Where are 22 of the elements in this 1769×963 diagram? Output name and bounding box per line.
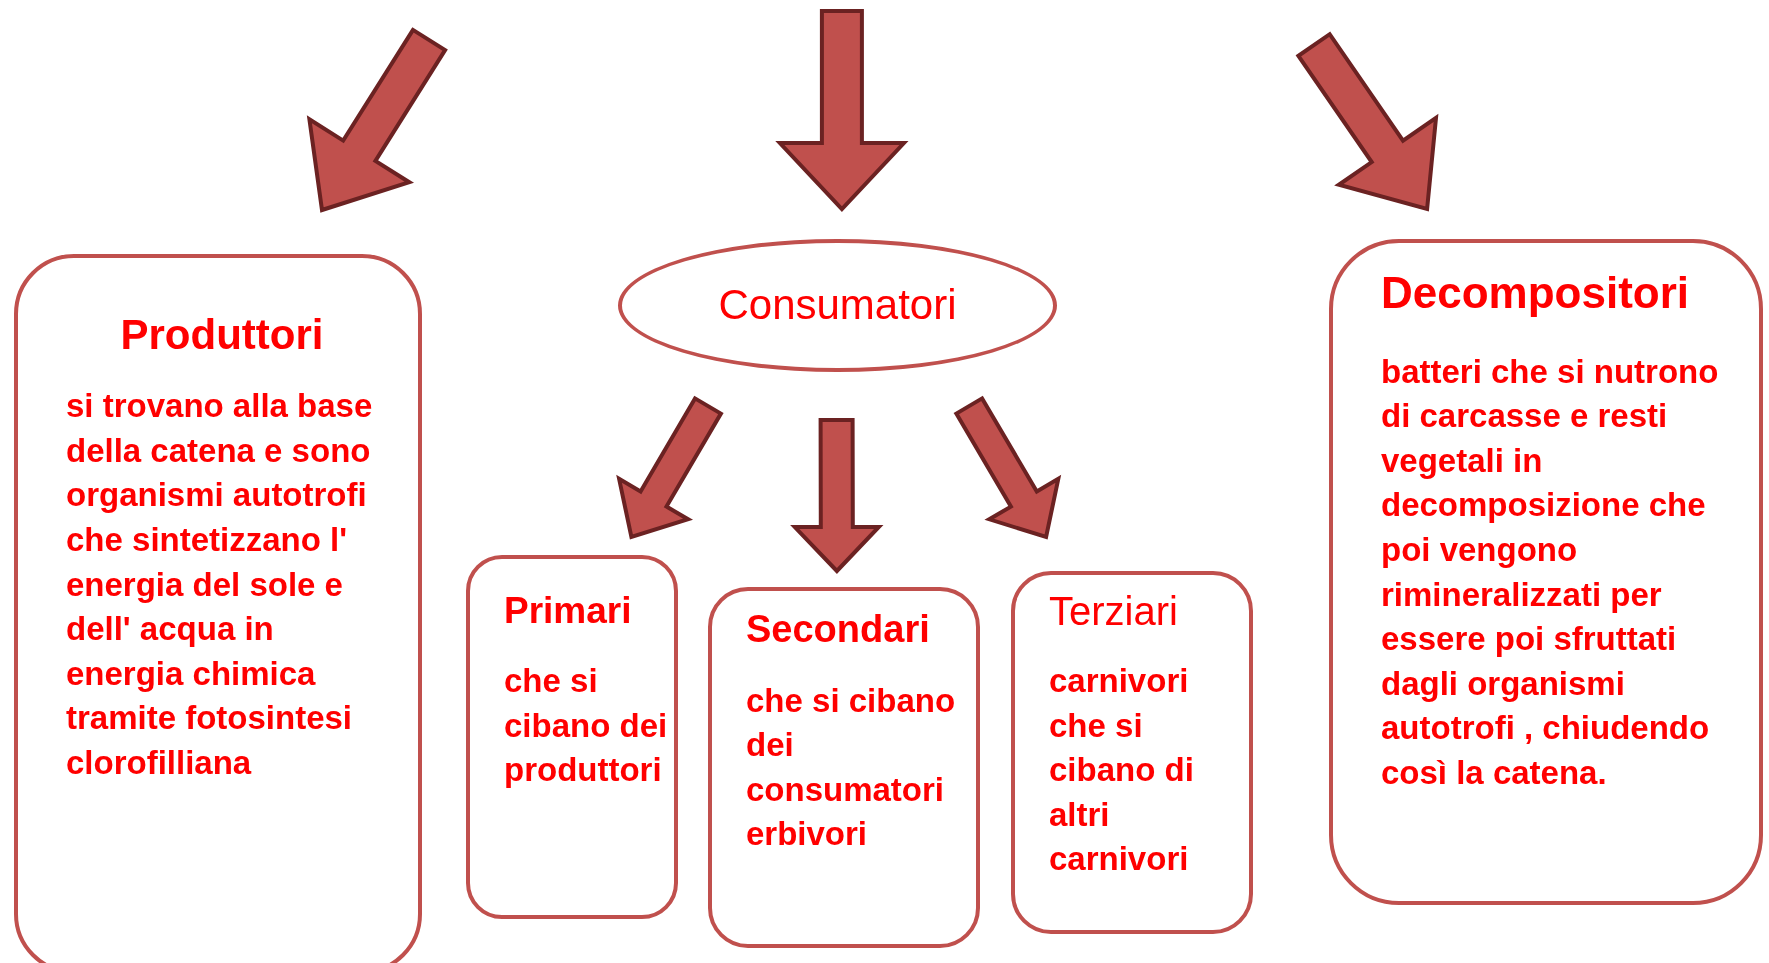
node-text: che si cibano dei produttori [504, 661, 669, 791]
rounded-box [1329, 239, 1763, 905]
rounded-box [466, 555, 678, 919]
block-arrow [953, 395, 1062, 540]
block-arrow [790, 418, 884, 574]
node-title: Primari [504, 589, 633, 633]
block-arrow [775, 9, 909, 212]
node-title: Terziari [1049, 588, 1179, 635]
rounded-box [1011, 571, 1253, 934]
rounded-box [708, 587, 980, 948]
node-title: Produttori [119, 310, 325, 360]
rounded-box [14, 254, 422, 963]
node-title: Decompositori [1381, 267, 1691, 319]
node-title: Secondari [746, 607, 931, 652]
node-text: si trovano alla base della catena e sono organismi autotrofi che sintetizzano l' energia del sole e dell' acqua in energia chimica tramite fotosintesi clorofilliana [66, 386, 374, 783]
block-arrow [306, 27, 448, 213]
block-arrow [616, 395, 724, 540]
node-title: Consumatori [718, 280, 957, 331]
node-text: carnivori che si cibano di altri carnivori [1049, 661, 1195, 880]
block-arrow [1295, 31, 1439, 212]
node-text: batteri che si nutrono di carcasse e resti vegetali in decomposizione che poi vengono rimineralizzati per essere poi sfruttati dagli organismi autotrofi , chiudendo così la catena. [1381, 351, 1720, 793]
node-text: che si cibano dei consumatori erbivori [746, 680, 957, 855]
